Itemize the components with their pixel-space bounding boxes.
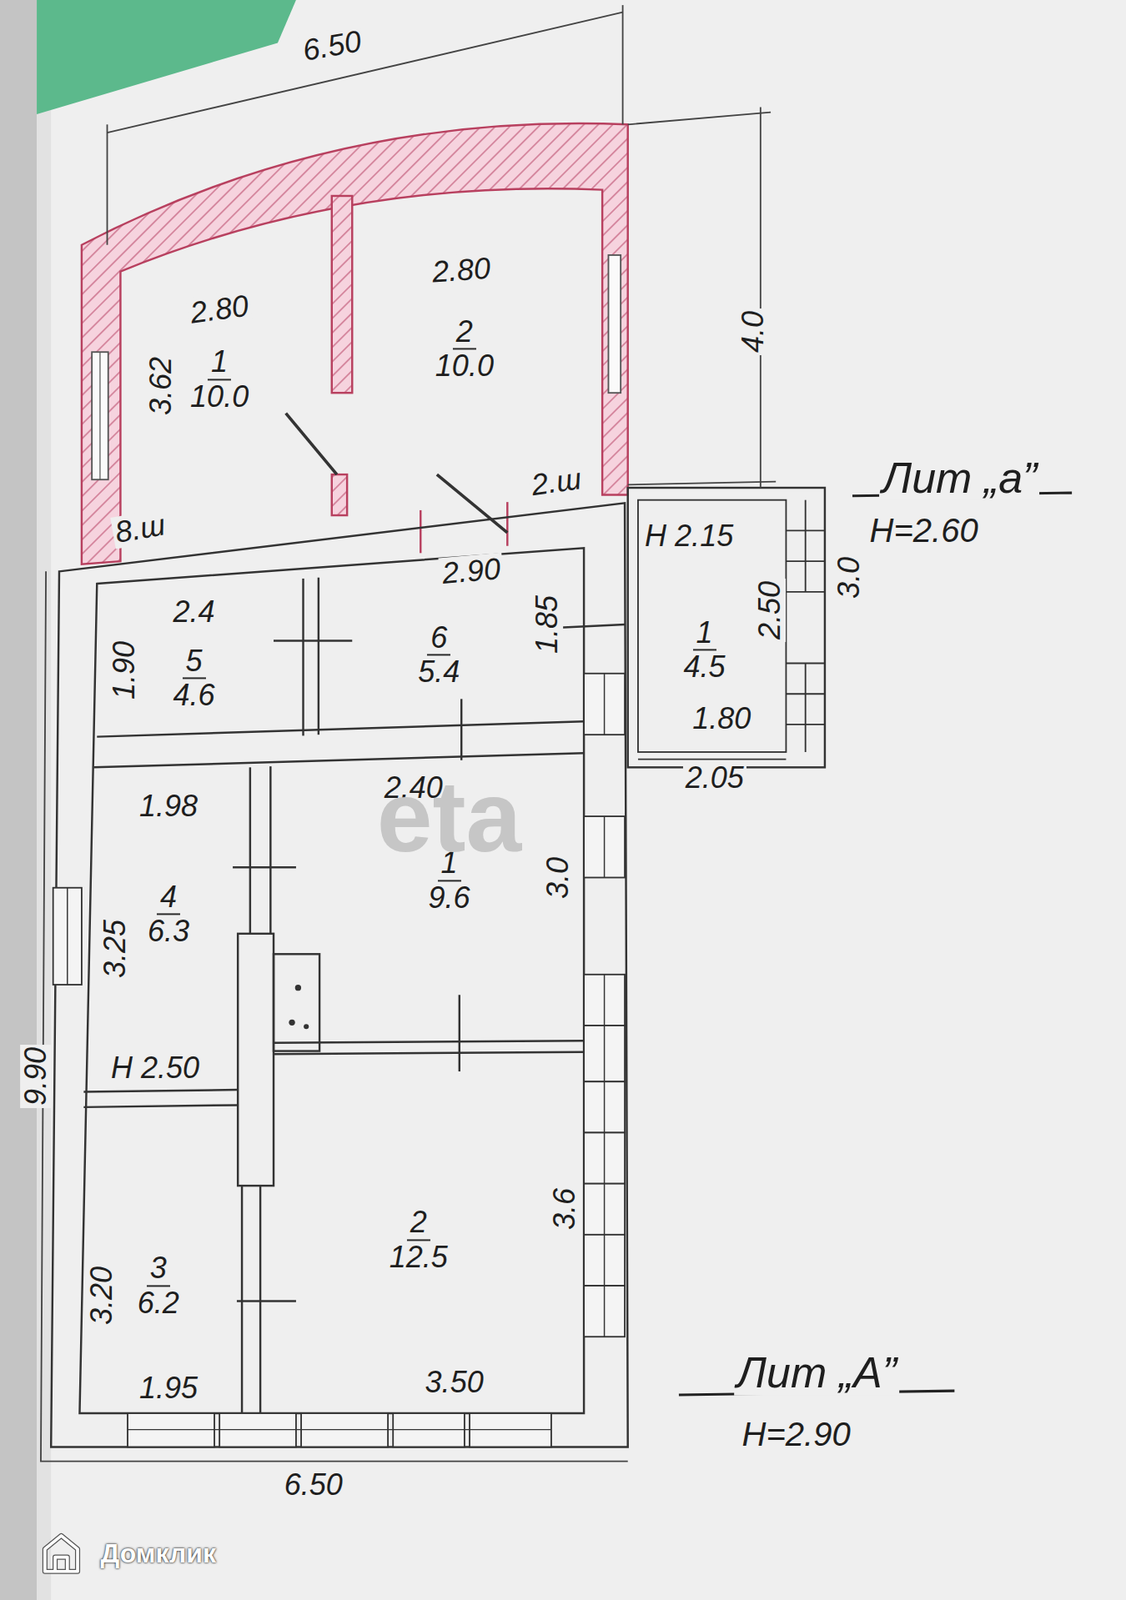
- area-fraction: 36.2: [134, 1252, 183, 1321]
- dimension-label: Н 2.50: [108, 1053, 202, 1086]
- dimension-label: 2.80: [185, 289, 254, 330]
- inner-wall: [638, 500, 786, 753]
- dimension-label: 3.50: [422, 1367, 487, 1400]
- area-fraction: 210.0: [432, 315, 498, 383]
- dimension-label: 6.50: [297, 25, 366, 67]
- dimension-label: Н 2.15: [642, 520, 736, 553]
- door-marks: [232, 624, 625, 1302]
- room-number: 5: [182, 644, 207, 680]
- watermark: Домклик: [98, 1540, 219, 1569]
- dimension-label: 3.25: [99, 917, 131, 981]
- watermark-icon: [45, 1536, 78, 1573]
- height-note: Н=2.60: [867, 512, 981, 548]
- partition: [331, 196, 352, 393]
- area-fraction: 54.6: [170, 644, 219, 713]
- room-area: 4.6: [170, 679, 219, 714]
- dimension-lines: [107, 5, 777, 488]
- partitions: [83, 578, 584, 1414]
- dimension-label: 1.90: [108, 638, 141, 703]
- room-area: 5.4: [414, 656, 463, 690]
- room-number: 2: [407, 1206, 431, 1242]
- room-number: 4: [156, 880, 181, 916]
- window: [99, 351, 101, 480]
- door-jamb: [419, 510, 422, 553]
- partition: [331, 474, 347, 516]
- outer-wall: [50, 502, 629, 1448]
- window-mullions: [67, 673, 605, 1431]
- room: 210.0: [351, 194, 603, 501]
- inner-wall: [79, 547, 584, 1414]
- area-fraction: 46.3: [144, 880, 193, 949]
- dimension-label: 3.20: [85, 1264, 118, 1328]
- dimension-label: 2.ш: [527, 462, 587, 502]
- outline: [40, 571, 629, 1462]
- dimension-label: 2.05: [683, 762, 747, 795]
- room-area: 4.5: [679, 651, 729, 685]
- room: 36.2: [81, 1110, 241, 1415]
- dimension-label: 9.90: [20, 1045, 52, 1109]
- room-number: 6: [427, 621, 451, 657]
- building-letter: Лит „а”: [879, 455, 1041, 502]
- window: [608, 255, 621, 393]
- dimension-label: 2.4: [170, 596, 218, 629]
- room-area: 10.0: [432, 350, 498, 384]
- area-fraction: 65.4: [414, 621, 463, 689]
- watermark: eta: [374, 764, 524, 870]
- door-jamb: [506, 502, 508, 547]
- dimension-label: 3.0: [833, 554, 865, 602]
- dimension-label: 8.ш: [110, 508, 170, 550]
- room-number: 1: [207, 346, 232, 382]
- stove-marks: [288, 985, 309, 1030]
- room-area: 6.2: [134, 1286, 183, 1321]
- window: [91, 351, 109, 480]
- outer-wall: [628, 487, 825, 768]
- height-note: Н=2.90: [739, 1417, 854, 1453]
- room-area: 6.3: [144, 915, 193, 950]
- watermark-icon: [45, 1536, 78, 1573]
- dimension-label: 1.95: [136, 1372, 201, 1405]
- building-letter: Лит „А”: [733, 1350, 900, 1397]
- dimension-label: 1.98: [136, 790, 201, 823]
- area-fraction: 212.5: [386, 1206, 452, 1274]
- door-leaf: [286, 413, 337, 475]
- dimension-label: 1.80: [689, 703, 754, 735]
- area-fraction: 14.5: [679, 616, 729, 684]
- dimension-label: 3.0: [542, 854, 575, 902]
- dimension-label: 2.50: [754, 578, 786, 643]
- dimension-label: 1.85: [531, 593, 563, 657]
- room-number: 3: [146, 1252, 171, 1288]
- dimension-label: 2.80: [428, 252, 495, 289]
- room-area: 9.6: [424, 881, 473, 915]
- area-fraction: 110.0: [186, 346, 252, 414]
- room-area: 12.5: [386, 1241, 452, 1275]
- veranda-glazing: [638, 500, 825, 760]
- room: 212.5: [262, 1057, 583, 1414]
- page-edge: [0, 0, 37, 1600]
- dimension-label: 6.50: [281, 1469, 346, 1502]
- dimension-label: 3.6: [548, 1186, 581, 1233]
- room-area: 10.0: [186, 380, 252, 414]
- new-wall: [81, 123, 629, 565]
- windows: [53, 673, 625, 1448]
- dimension-label: 2.90: [438, 552, 505, 590]
- dimension-label: 3.62: [145, 354, 177, 418]
- dimension-label: 4.0: [737, 308, 770, 356]
- room-number: 1: [692, 616, 716, 652]
- room-number: 2: [452, 315, 477, 351]
